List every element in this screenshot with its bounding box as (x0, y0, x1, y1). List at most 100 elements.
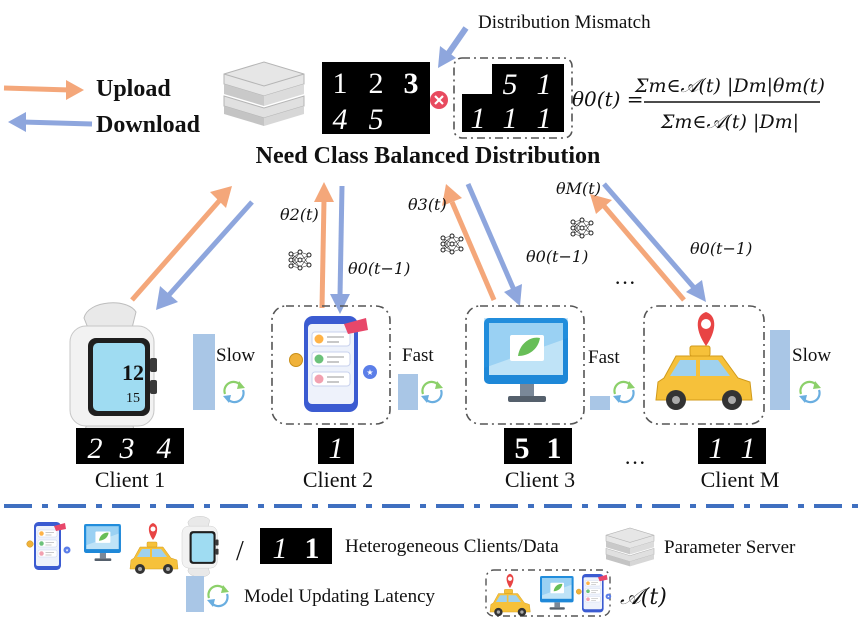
speed-label-client-1: Slow (216, 345, 255, 366)
legend-active-set-label: 𝒜(t) (620, 585, 667, 610)
refresh-icon (205, 583, 231, 609)
client-digit: 2 (88, 432, 103, 465)
legend-parameter-server: Parameter Server (664, 537, 796, 558)
aggregation-numerator: Σm∈𝒜(t) |Dm|θm(t) (634, 75, 825, 97)
client-1-upload-arrow (130, 186, 232, 302)
mismatch-label: Distribution Mismatch (478, 12, 651, 33)
download-label: Download (96, 112, 201, 138)
network-icon (288, 249, 312, 271)
watch-hour: 12 (122, 360, 144, 385)
client-m-upload-arrow (590, 194, 686, 302)
aggregation-denominator: Σm∈𝒜(t) |Dm| (660, 111, 799, 133)
client-m-digits: 1 1 (698, 428, 766, 465)
received-digit: 1 (537, 68, 552, 101)
location-pin-icon (697, 312, 715, 346)
refresh-icon (221, 379, 247, 405)
legend-latency-label: Model Updating Latency (244, 586, 436, 607)
legend-slash: / (236, 536, 244, 567)
smartphone-icon (26, 521, 71, 571)
balanced-digits-panel: 1 2 3 4 5 (322, 62, 430, 136)
received-digit: 1 (471, 102, 486, 135)
client-3-name: Client 3 (505, 467, 575, 492)
client-digit: 1 (547, 432, 562, 465)
client-digit: 5 (515, 432, 530, 465)
latency-bar-client-m (770, 330, 790, 410)
aggregation-lhs: θ0(t) = (572, 87, 644, 111)
server-icon (605, 527, 655, 567)
legend-clients-data: Heterogeneous Clients/Data (345, 536, 559, 557)
watch-minute: 15 (126, 391, 140, 406)
client-m-download-arrow (602, 182, 706, 302)
client-2-name: Client 2 (303, 467, 373, 492)
theta-0-down-2: θ0(t−1) (348, 259, 410, 278)
legend-digit: 1 (273, 532, 288, 565)
speed-label-client-m: Slow (792, 345, 831, 366)
ellipsis-top: ··· (614, 270, 636, 295)
server-icon (223, 61, 305, 127)
received-digits-panel: 5 1 1 1 1 (462, 64, 564, 135)
client-3-upload-arrow (442, 184, 497, 301)
theta-0-down-m: θ0(t−1) (690, 239, 752, 258)
client-m-name: Client M (701, 467, 780, 492)
ellipsis-bottom: ··· (624, 450, 646, 475)
upload-arrow (3, 80, 84, 100)
balanced-digit: 4 (333, 103, 348, 136)
client-2-download-arrow (330, 185, 350, 314)
legend-digit: 1 (305, 532, 320, 565)
balanced-digit: 3 (404, 67, 419, 100)
received-digit: 5 (503, 68, 518, 101)
network-icon (570, 217, 594, 239)
mismatch-arrow (438, 26, 469, 68)
refresh-icon (797, 379, 823, 405)
client-1-download-arrow (156, 200, 254, 310)
latency-bar-client-3 (590, 396, 610, 410)
monitor-icon (84, 524, 121, 561)
latency-bar-client-1 (193, 334, 215, 410)
balanced-digit: 1 (333, 67, 348, 100)
monitor-icon (484, 318, 568, 402)
client-digit: 4 (157, 432, 172, 465)
client-digit: 1 (741, 432, 756, 465)
received-digit: 1 (503, 102, 518, 135)
balanced-digit: 5 (369, 103, 384, 136)
speed-label-client-3: Fast (588, 347, 620, 368)
monitor-icon (540, 576, 574, 610)
client-3-digits: 5 1 (504, 428, 572, 465)
location-pin-icon (148, 523, 158, 540)
download-arrow (8, 112, 93, 132)
client-1-digits: 2 3 4 (76, 428, 184, 465)
theta-2-up: θ2(t) (280, 205, 319, 224)
legend-digits: 1 1 (260, 528, 332, 565)
network-icon (440, 233, 464, 255)
client-2-selection-box (271, 305, 391, 425)
balanced-digit: 2 (369, 67, 384, 100)
taxi-icon (655, 345, 753, 411)
client-2-digits: 1 (318, 428, 354, 465)
client-digit: 1 (329, 432, 344, 465)
received-panel-box (453, 57, 573, 139)
server-title: Need Class Balanced Distribution (256, 143, 601, 169)
theta-m-up: θM(t) (556, 179, 601, 198)
upload-label: Upload (96, 76, 171, 102)
latency-bar-client-2 (398, 374, 418, 410)
speed-label-client-2: Fast (402, 345, 434, 366)
client-2-upload-arrow (314, 182, 334, 309)
client-digit: 1 (709, 432, 724, 465)
client-1-name: Client 1 (95, 467, 165, 492)
taxi-icon (489, 589, 531, 617)
mismatch-icon (430, 91, 448, 109)
refresh-icon (419, 379, 445, 405)
legend-latency-bar (186, 576, 204, 612)
received-digit: 1 (537, 102, 552, 135)
taxi-icon (129, 541, 179, 575)
smartwatch-icon (181, 516, 219, 578)
theta-0-down-3: θ0(t−1) (526, 247, 588, 266)
smartphone-icon (575, 573, 612, 613)
refresh-icon (611, 379, 637, 405)
client-digit: 3 (119, 432, 135, 465)
theta-3-up: θ3(t) (408, 195, 447, 214)
location-pin-icon (506, 573, 514, 588)
client-3-selection-box (465, 305, 585, 425)
smartphone-icon (288, 315, 378, 413)
